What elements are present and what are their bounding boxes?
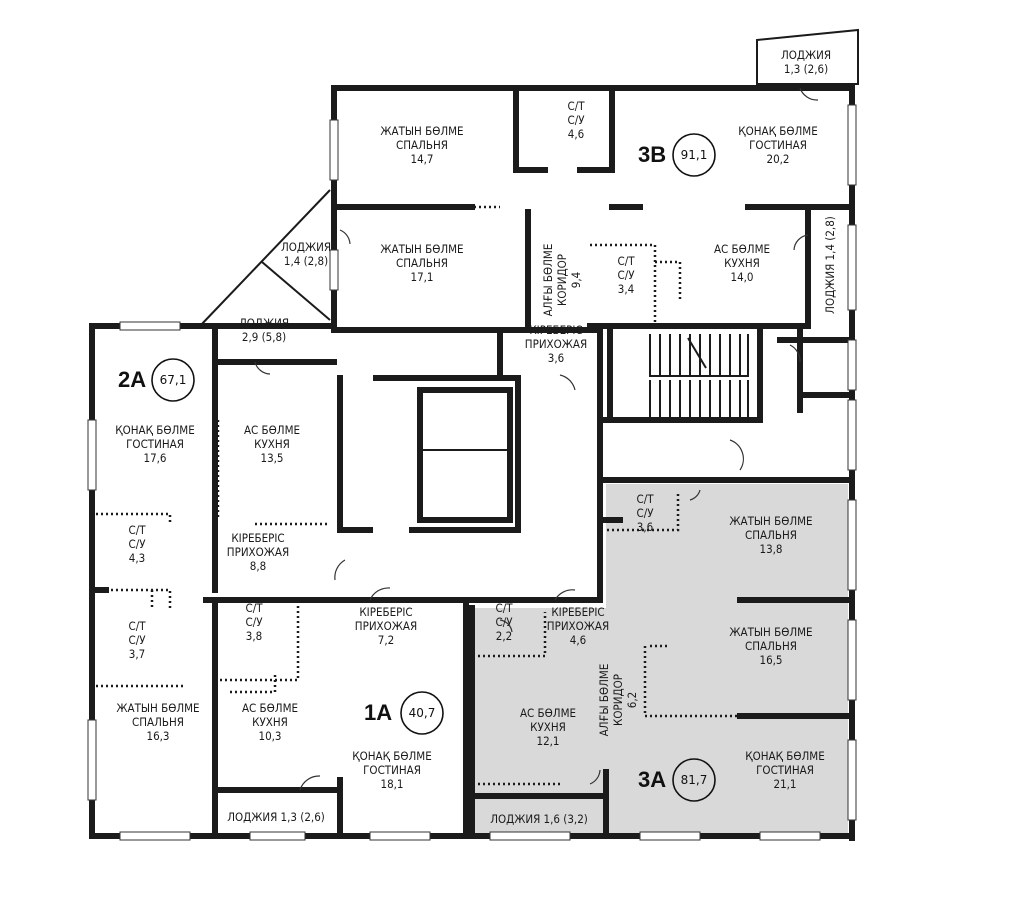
svg-text:1A: 1A: [364, 700, 392, 725]
apartment-badge-1a: 1A 40,7: [364, 691, 444, 735]
room-label-1a-loggia: ЛОДЖИЯ 1,3 (2,6): [227, 810, 325, 824]
svg-text:3B: 3B: [638, 142, 666, 167]
room-label-3a-loggia: ЛОДЖИЯ 1,6 (3,2): [490, 812, 588, 826]
doors: [254, 87, 819, 791]
svg-text:40,7: 40,7: [409, 706, 436, 720]
svg-text:67,1: 67,1: [160, 373, 187, 387]
room-label-3a-corridor: АЛҒЫ БӨЛМЕКОРИДОР6,2: [597, 664, 639, 737]
apartment-3a-fill: [472, 484, 848, 834]
interior-walls: [89, 89, 855, 839]
svg-text:3A: 3A: [638, 767, 666, 792]
windows: [87, 104, 857, 841]
apartment-badge-3b: 3B 91,1: [638, 133, 716, 177]
svg-text:91,1: 91,1: [681, 148, 708, 162]
svg-text:81,7: 81,7: [681, 773, 708, 787]
apartment-badge-3a: 3A 81,7: [638, 758, 716, 802]
room-label-3b-corridor: АЛҒЫ БӨЛМЕКОРИДОР9,4: [541, 244, 583, 317]
room-label-3b-loggia-right: ЛОДЖИЯ 1,4 (2,8): [823, 216, 837, 314]
apartment-badge-2a: 2A 67,1: [118, 358, 195, 402]
svg-text:2A: 2A: [118, 367, 146, 392]
staircase: [649, 334, 749, 419]
